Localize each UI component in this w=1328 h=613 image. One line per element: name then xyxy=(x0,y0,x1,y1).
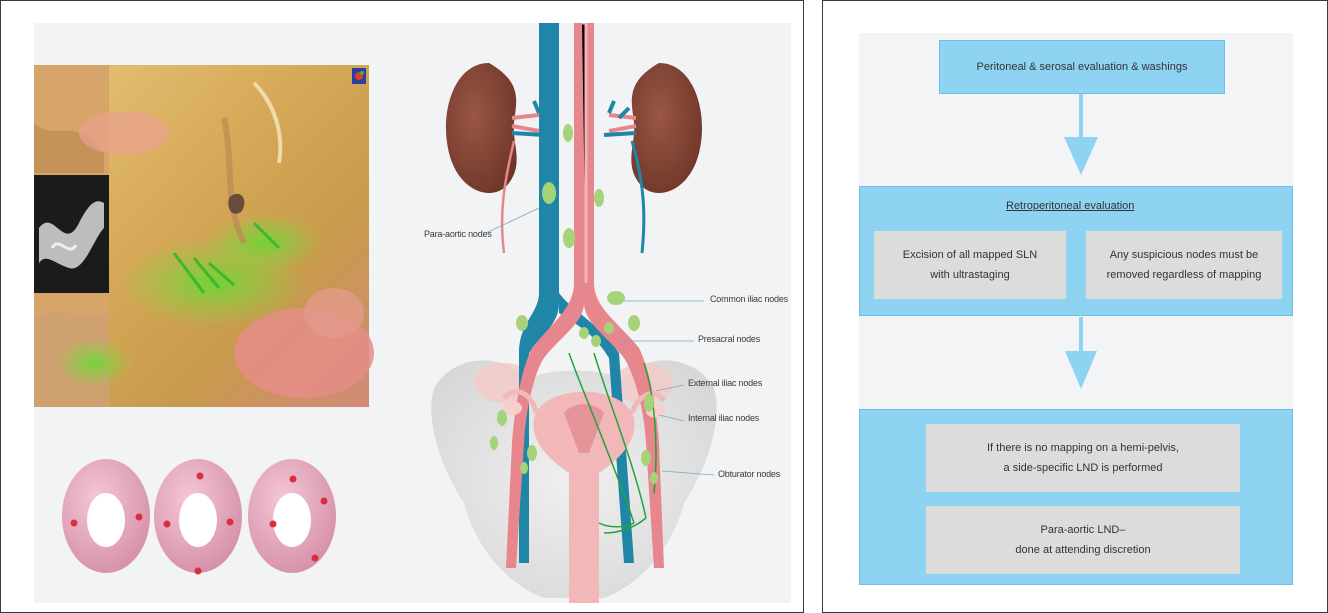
anatomy-figure-panel: Para-aortic nodes Common iliac nodes Pre… xyxy=(0,0,804,613)
flow-step-side-specific-lnd: If there is no mapping on a hemi-pelvis,… xyxy=(926,424,1240,492)
donut-two-dots xyxy=(62,459,150,573)
down-arrow-icon xyxy=(1065,317,1097,389)
label-internal-iliac-nodes: Internal iliac nodes xyxy=(688,413,759,423)
label-common-iliac-nodes: Common iliac nodes xyxy=(710,294,788,304)
right-kidney xyxy=(631,63,702,193)
label-para-aortic-nodes: Para-aortic nodes xyxy=(424,229,492,239)
surgical-photo xyxy=(34,65,374,407)
flow-section-lymphadenectomy: If there is no mapping on a hemi-pelvis,… xyxy=(859,409,1293,585)
flowchart-panel: Peritoneal & serosal evaluation & washin… xyxy=(822,0,1328,613)
down-arrow-icon xyxy=(1064,94,1098,175)
donut-four-dots xyxy=(154,459,242,575)
flow-section-retroperitoneal: Retroperitoneal evaluation Excision of a… xyxy=(859,186,1293,316)
image-logo-icon xyxy=(352,68,366,84)
anatomy-illustration xyxy=(34,23,791,603)
flowchart-canvas: Peritoneal & serosal evaluation & washin… xyxy=(859,33,1293,585)
label-presacral-nodes: Presacral nodes xyxy=(698,334,760,344)
flow-step-remove-suspicious-nodes: Any suspicious nodes must be removed reg… xyxy=(1086,231,1282,299)
label-obturator-nodes: Obturator nodes xyxy=(718,469,780,479)
flow-step-para-aortic-lnd: Para-aortic LND– done at attending discr… xyxy=(926,506,1240,574)
donut-three-dots xyxy=(248,459,336,573)
flow-section-title: Retroperitoneal evaluation xyxy=(1006,200,1134,212)
flow-step-excise-sln: Excision of all mapped SLN with ultrasta… xyxy=(874,231,1066,299)
anatomy-figure-canvas: Para-aortic nodes Common iliac nodes Pre… xyxy=(34,23,791,603)
lymph-node-anatomy xyxy=(431,23,716,603)
label-external-iliac-nodes: External iliac nodes xyxy=(688,378,762,388)
donut-diagrams xyxy=(62,459,336,575)
